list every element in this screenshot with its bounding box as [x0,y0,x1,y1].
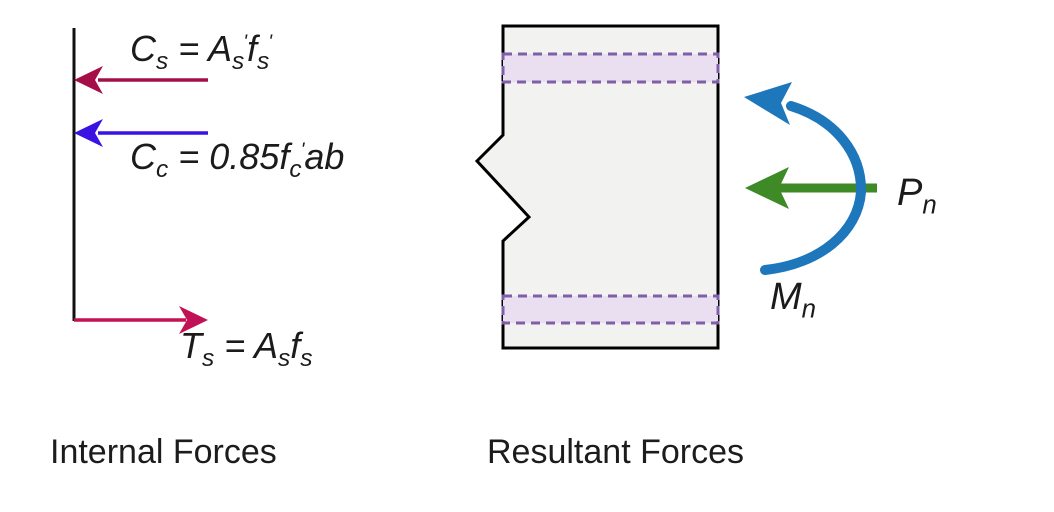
ts-equation: Ts = Asfs [180,325,312,371]
cc-equals: = 0.85 [168,136,280,177]
ts-symbol: T [180,325,202,366]
cs-area-term: A [207,28,232,69]
cs-symbol-sub: s [156,48,169,76]
mn-symbol: M [770,276,802,318]
ts-area-sub: s [277,345,291,373]
pn-symbol: P [897,172,923,214]
resultant-forces-group [474,24,877,350]
moment-arc [760,101,867,275]
pn-label: Pn [897,172,937,219]
cs-symbol: C [130,28,156,69]
cc-symbol-sub: c [156,156,169,184]
cs-area-prime: ' [243,31,247,53]
ts-arrowhead [179,306,208,334]
pn-sub: n [922,191,937,220]
column-section [474,24,720,350]
ts-stress-sub: s [300,345,313,373]
cc-equation: Cc = 0.85fc'ab [130,136,345,182]
bottom-rebar-band [501,294,720,325]
cs-stress-term: f [246,28,257,69]
cc-stress-sub: c [289,156,302,184]
cc-stress-prime: ' [300,139,305,161]
cs-equation: Cs = As'fs' [130,28,272,74]
internal-forces-group [72,28,208,334]
moment-arrowhead [744,82,792,125]
internal-forces-caption: Internal Forces [50,433,277,471]
cc-symbol: C [130,136,156,177]
cs-equals: = [168,28,208,69]
axial-arrowhead [745,167,789,209]
cc-stress-term: f [279,136,290,177]
ts-equals: = [214,325,254,366]
cc-ab-term: ab [304,136,345,177]
mn-label: Mn [770,276,816,323]
cs-arrowhead [74,66,103,94]
cc-arrowhead [74,119,103,147]
ts-area-term: A [253,325,278,366]
cs-area-sub: s [231,48,245,76]
cs-stress-prime: ' [268,31,272,53]
mn-sub: n [801,295,817,324]
ts-stress-term: f [290,325,301,366]
ts-symbol-sub: s [202,345,215,373]
cs-stress-sub: s [256,48,270,76]
resultant-forces-caption: Resultant Forces [487,433,744,471]
top-rebar-band [501,52,720,84]
